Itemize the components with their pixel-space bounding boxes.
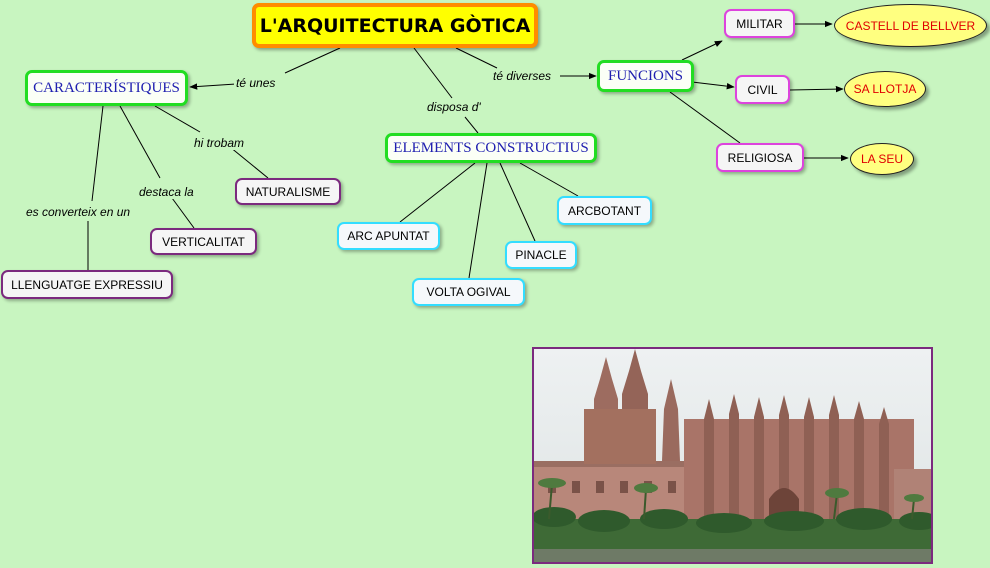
node-religiosa: RELIGIOSA bbox=[716, 143, 804, 172]
node-la-seu: LA SEU bbox=[850, 143, 914, 175]
link-label-hi-trobam: hi trobam bbox=[192, 136, 247, 150]
cathedral-photo bbox=[532, 347, 933, 564]
link-label-es-converteix: es converteix en un bbox=[24, 205, 133, 219]
link-label-disposa: disposa d' bbox=[425, 100, 483, 114]
node-sa-llotja: SA LLOTJA bbox=[844, 71, 926, 107]
link-label-destaca-la: destaca la bbox=[137, 185, 196, 199]
node-pinacle: PINACLE bbox=[505, 241, 577, 269]
node-funcions: FUNCIONS bbox=[597, 60, 694, 92]
node-naturalisme: NATURALISME bbox=[235, 178, 341, 205]
node-militar: MILITAR bbox=[724, 9, 795, 38]
node-arcbotant: ARCBOTANT bbox=[557, 196, 652, 225]
node-civil: CIVIL bbox=[735, 75, 790, 104]
map-title: L'ARQUITECTURA GÒTICA bbox=[252, 3, 538, 48]
link-label-te-unes: té unes bbox=[234, 76, 278, 90]
link-label-te-diverses: té diverses bbox=[491, 69, 554, 83]
node-llenguatge-expressiu: LLENGUATGE EXPRESSIU bbox=[1, 270, 173, 299]
node-elements-constructius: ELEMENTS CONSTRUCTIUS bbox=[385, 133, 597, 163]
node-verticalitat: VERTICALITAT bbox=[150, 228, 257, 255]
node-arc-apuntat: ARC APUNTAT bbox=[337, 222, 440, 250]
node-caracteristiques: CARACTERÍSTIQUES bbox=[25, 70, 188, 106]
node-castell-de-bellver: CASTELL DE BELLVER bbox=[834, 4, 987, 47]
node-volta-ogival: VOLTA OGIVAL bbox=[412, 278, 525, 306]
